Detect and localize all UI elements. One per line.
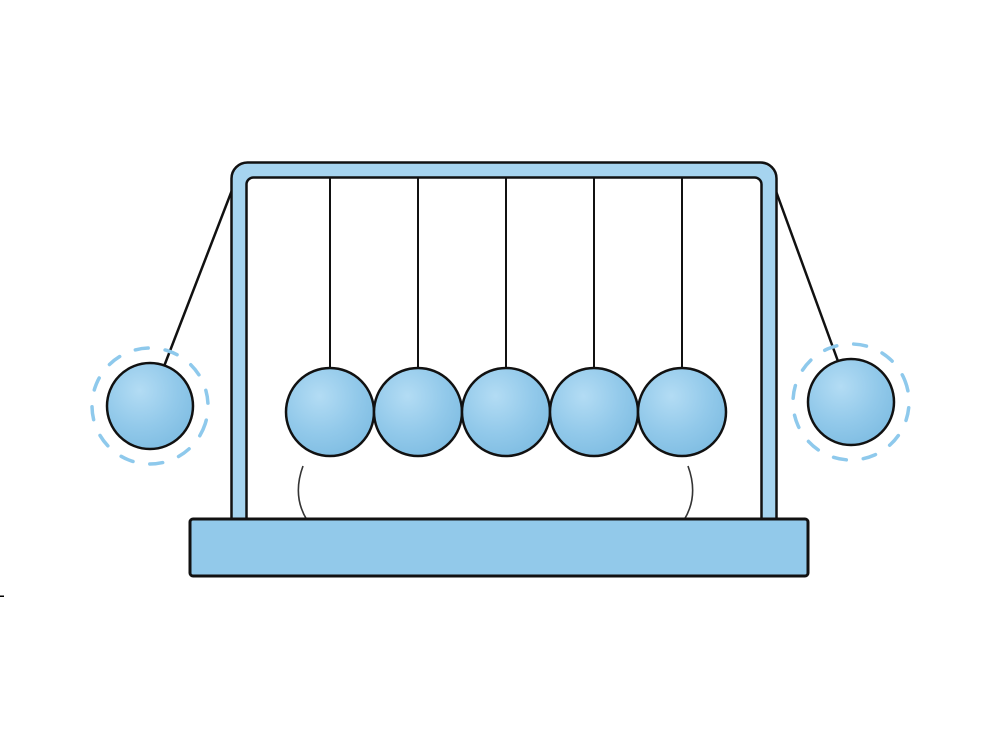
base-curve-right [683, 465, 694, 521]
watermark-brand: Adobe Stock [0, 612, 5, 726]
ball-1 [284, 366, 376, 458]
string-right-diagonal [767, 171, 841, 365]
ball-4 [548, 366, 640, 458]
frame-band [231, 162, 777, 543]
motion-dashes-left [90, 346, 210, 466]
ball-5 [636, 366, 728, 458]
ball-3 [460, 366, 552, 458]
frame-outer-outline [230, 161, 778, 544]
motion-dashes-right [791, 342, 911, 462]
string-left-diagonal [161, 171, 241, 370]
ball-swing-left [105, 361, 195, 451]
ball-swing-right [806, 357, 896, 447]
base-curve-left [297, 465, 308, 521]
watermark-asset-id: #1832388602 [0, 454, 5, 580]
watermark-separator: | [0, 593, 5, 598]
ball-2 [372, 366, 464, 458]
watermark: Adobe Stock | #1832388602 [0, 454, 6, 726]
base [188, 517, 810, 578]
frame-inner-outline [245, 176, 763, 544]
